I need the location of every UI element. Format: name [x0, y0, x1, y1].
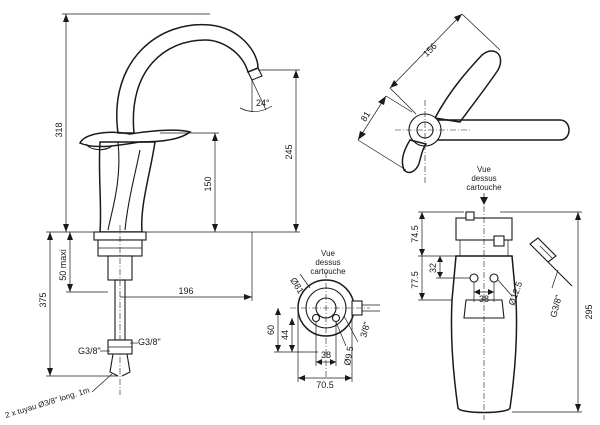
hose-fitting-thread — [539, 245, 553, 259]
cartridge-body-inner — [463, 299, 505, 319]
label-thread-right: G3/8" — [138, 337, 161, 347]
cartridge-body — [450, 255, 518, 414]
dim-295: 295 — [584, 304, 594, 319]
dim-150: 150 — [203, 176, 213, 191]
hose-fitting — [529, 237, 557, 263]
dim-38-bottom: 38 — [321, 350, 331, 360]
lever-arm-top — [419, 119, 570, 141]
dim-44: 44 — [280, 330, 290, 340]
label-vue-top-1: Vue — [477, 165, 491, 174]
dim-g3-8-side: G3/8" — [548, 294, 564, 319]
dim-d12-5: Ø12.5 — [506, 280, 524, 306]
dim-81: 81 — [359, 110, 373, 124]
hose-left — [109, 353, 119, 377]
aerator — [247, 67, 263, 81]
cartridge-hole-left — [311, 313, 321, 323]
dim-ext-81-top — [385, 95, 413, 113]
leader-d9-5 — [335, 321, 347, 347]
label-thread-left: G3/8" — [78, 346, 101, 356]
dim-d9-5: Ø9.5 — [342, 345, 355, 366]
label-vue-bottom-1: Vue — [321, 249, 335, 258]
dim-245: 245 — [284, 144, 294, 159]
lever-detail — [85, 143, 113, 151]
label-vue-top-3: cartouche — [466, 183, 502, 192]
dim-32: 32 — [428, 263, 438, 273]
dim-ext-156-top — [461, 13, 501, 51]
dim-70-5: 70.5 — [316, 380, 334, 390]
dim-60: 60 — [266, 325, 276, 335]
faucet-front-view: 318 245 150 24° 196 375 — [4, 13, 300, 420]
hose-right — [121, 353, 131, 377]
cartridge-bottom-view: Vue dessus cartouche Ø81 60 44 38 — [266, 249, 380, 390]
hose-fitting-end — [547, 261, 573, 287]
leader-g3-8-side — [551, 269, 559, 289]
dim-375: 375 — [38, 292, 48, 307]
dim-3-8: 3/8" — [358, 321, 372, 339]
cartridge-hole-right — [331, 313, 341, 323]
label-hoses: 2 x tuyau Ø3/8" long. 1m — [4, 386, 91, 420]
cartridge-top-pin-right — [493, 235, 505, 247]
spout-stub-top — [401, 139, 428, 174]
faucet-body — [98, 141, 156, 233]
dim-line-156 — [389, 13, 463, 89]
cartridge-side-view: 74.5 77.5 32 38 Ø12.5 G3/8" 295 — [410, 206, 594, 420]
dim-angle-24: 24° — [256, 98, 270, 108]
spout — [116, 23, 259, 134]
angle-ref-slant — [251, 79, 267, 111]
body-contour — [107, 141, 120, 231]
label-vue-bottom-3: cartouche — [310, 267, 346, 276]
lever-handle — [78, 129, 192, 148]
dim-318: 318 — [54, 122, 64, 137]
cartridge-side-hole-left — [469, 273, 479, 283]
angle-arc — [239, 105, 273, 112]
dim-74-5: 74.5 — [410, 225, 420, 243]
dim-77-5: 77.5 — [410, 271, 420, 289]
leader-d81 — [299, 273, 311, 289]
label-vue-bottom-2: dessus — [315, 258, 340, 267]
dim-38-side: 38 — [479, 294, 489, 304]
dim-50-maxi: 50 maxi — [58, 249, 68, 281]
label-vue-top-2: dessus — [471, 174, 496, 183]
cartridge-top-pin-left — [465, 211, 475, 221]
dim-196: 196 — [178, 286, 193, 296]
cartridge-side-hole-right — [489, 273, 499, 283]
body-contour-2 — [124, 149, 141, 231]
dim-ext-81-bottom — [357, 139, 407, 171]
dim-ext-156-bottom — [389, 87, 417, 115]
lever-top-view: 156 81 Vue dessus cartouche — [357, 13, 570, 205]
dim-156: 156 — [421, 41, 439, 59]
leader-3-8 — [343, 315, 359, 343]
leader-d12-5 — [497, 279, 513, 297]
lever-grip-top — [433, 50, 502, 123]
leader-hoses — [91, 373, 113, 393]
